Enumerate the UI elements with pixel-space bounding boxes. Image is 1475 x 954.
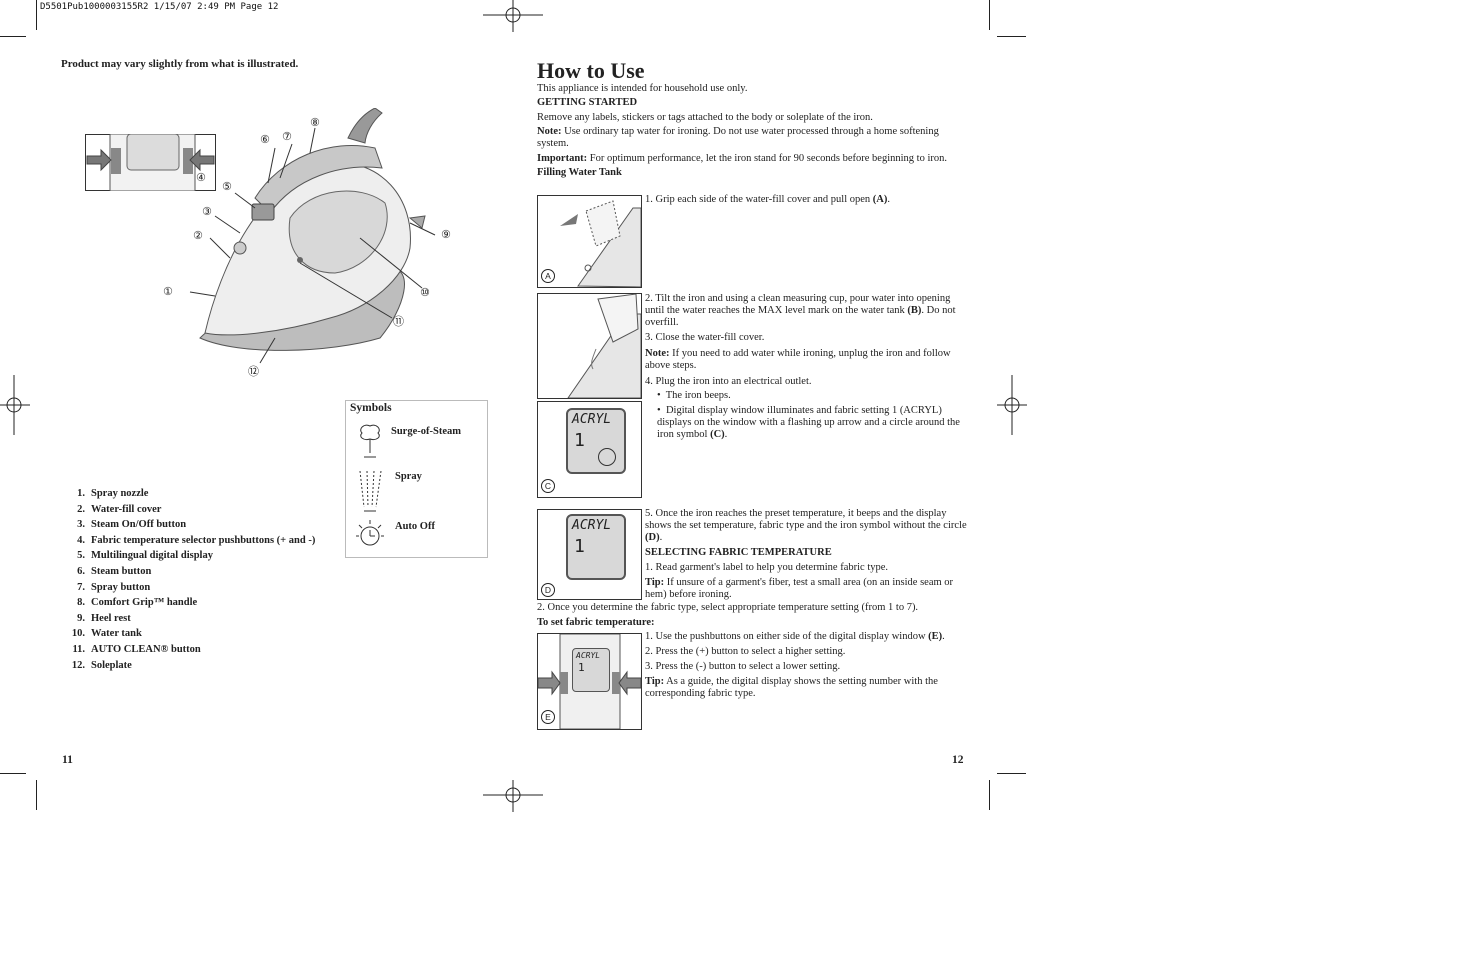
spray-icon [359, 471, 382, 512]
list-item: 4.Fabric temperature selector pushbutton… [77, 534, 316, 546]
display-number-d: 1 [574, 536, 585, 557]
tip-test-area: Tip: If unsure of a garment's fiber, tes… [645, 577, 954, 600]
callout-12: ⑫ [248, 365, 259, 378]
symbol-label-surge: Surge-of-Steam [391, 426, 461, 437]
callout-4: ④ [196, 171, 206, 184]
set-step-2: 2. Press the (+) button to select a high… [645, 646, 846, 657]
figure-label-a: A [541, 269, 555, 283]
list-item: 7.Spray button [77, 581, 151, 593]
figure-b [537, 293, 642, 399]
callout-6: ⑥ [260, 133, 270, 146]
figure-d: ACRYL 1 D [537, 509, 642, 600]
callout-2: ② [193, 229, 203, 242]
list-item: 6.Steam button [77, 565, 152, 577]
callout-8: ⑧ [310, 116, 320, 129]
list-item: 10.Water tank [71, 628, 142, 640]
select-step-2: 2. Once you determine the fabric type, s… [537, 602, 919, 613]
remove-labels-text: Remove any labels, stickers or tags atta… [537, 112, 873, 123]
list-item: 5.Multilingual digital display [77, 550, 213, 562]
list-item: 2.Water-fill cover [77, 503, 162, 515]
parts-list: 1.Spray nozzle 2.Water-fill cover 3.Stea… [55, 486, 315, 673]
symbols-title: Symbols [350, 402, 392, 414]
iron-illustration [189, 108, 436, 364]
symbols-box: Symbols Surge-of-Steam Spray Auto Off [345, 400, 488, 558]
registration-mark-right [997, 375, 1027, 435]
display-number-c: 1 [574, 430, 585, 451]
note-add-water: Note: If you need to add water while iro… [645, 348, 951, 371]
callout-9: ⑨ [441, 228, 451, 241]
list-item: 12.Soleplate [71, 659, 132, 671]
callout-10: ⑩ [420, 286, 430, 299]
intro-text: This appliance is intended for household… [537, 83, 748, 94]
print-slug: D5501Pub1000003155R2 1/15/07 2:49 PM Pag… [40, 2, 279, 12]
registration-mark-left [0, 375, 30, 435]
pushbutton-inset-illustration [85, 134, 216, 191]
registration-mark-bottom [483, 780, 543, 812]
note-tap-water: Note: Use ordinary tap water for ironing… [537, 126, 939, 149]
list-item: 3.Steam On/Off button [77, 519, 187, 531]
figure-c: ACRYL 1 C [537, 401, 642, 498]
list-item: 11.AUTO CLEAN® button [72, 643, 201, 655]
set-step-3: 3. Press the (-) button to select a lowe… [645, 661, 841, 672]
step-3-text: 3. Close the water-fill cover. [645, 332, 765, 343]
callout-7: ⑦ [282, 130, 292, 143]
registration-mark-top [483, 0, 543, 32]
select-step-1: 1. Read garment's label to help you dete… [645, 562, 889, 573]
figure-label-c: C [541, 479, 555, 493]
filling-heading: Filling Water Tank [537, 167, 622, 178]
callout-11: ⑪ [393, 315, 404, 328]
to-set-heading: To set fabric temperature: [537, 617, 655, 628]
tip-guide: Tip: As a guide, the digital display sho… [645, 676, 938, 699]
figure-label-e: E [541, 710, 555, 724]
list-item: 8.Comfort Grip™ handle [77, 597, 198, 609]
list-item: 1.Spray nozzle [77, 488, 149, 499]
page-number-right: 12 [952, 754, 964, 766]
symbol-label-spray: Spray [395, 471, 422, 482]
step-5-block: 5. Once the iron reaches the preset temp… [645, 508, 970, 601]
set-step-1: 1. Use the pushbuttons on either side of… [645, 631, 945, 642]
important-note: Important: For optimum performance, let … [537, 153, 948, 164]
iron-circle-icon [598, 448, 616, 466]
step-5-text: 5. Once the iron reaches the preset temp… [645, 508, 967, 543]
display-text-c: ACRYL [572, 412, 612, 427]
display-number-e: 1 [578, 661, 585, 674]
list-item: 9.Heel rest [77, 612, 131, 624]
page-number-left: 11 [62, 754, 73, 766]
page-title: How to Use [537, 58, 645, 83]
selecting-heading: SELECTING FABRIC TEMPERATURE [645, 547, 832, 558]
auto-off-clock-icon [356, 520, 384, 546]
figure-a: A [537, 195, 642, 288]
callout-1: ① [163, 285, 173, 298]
display-text-d: ACRYL [572, 518, 612, 533]
getting-started-heading: GETTING STARTED [537, 97, 638, 108]
surge-of-steam-icon [360, 424, 380, 458]
callout-3: ③ [202, 205, 212, 218]
step-2-text: 2. Tilt the iron and using a clean measu… [645, 293, 956, 328]
bullet-display: • Digital display window illuminates and… [657, 405, 960, 440]
step-1-text: 1. Grip each side of the water-fill cove… [645, 194, 890, 205]
callout-5: ⑤ [222, 180, 232, 193]
figure-e: ACRYL 1 E [537, 633, 642, 730]
step-4-text: 4. Plug the iron into an electrical outl… [645, 376, 812, 387]
symbol-label-auto-off: Auto Off [395, 521, 435, 532]
bullet-beeps: • The iron beeps. [657, 390, 731, 401]
figure-label-d: D [541, 583, 555, 597]
steps-2-4: 2. Tilt the iron and using a clean measu… [645, 293, 970, 441]
display-text-e: ACRYL [576, 651, 601, 660]
intro-block: This appliance is intended for household… [537, 83, 969, 179]
product-note: Product may vary slightly from what is i… [61, 58, 299, 70]
set-steps: 1. Use the pushbuttons on either side of… [645, 631, 970, 700]
